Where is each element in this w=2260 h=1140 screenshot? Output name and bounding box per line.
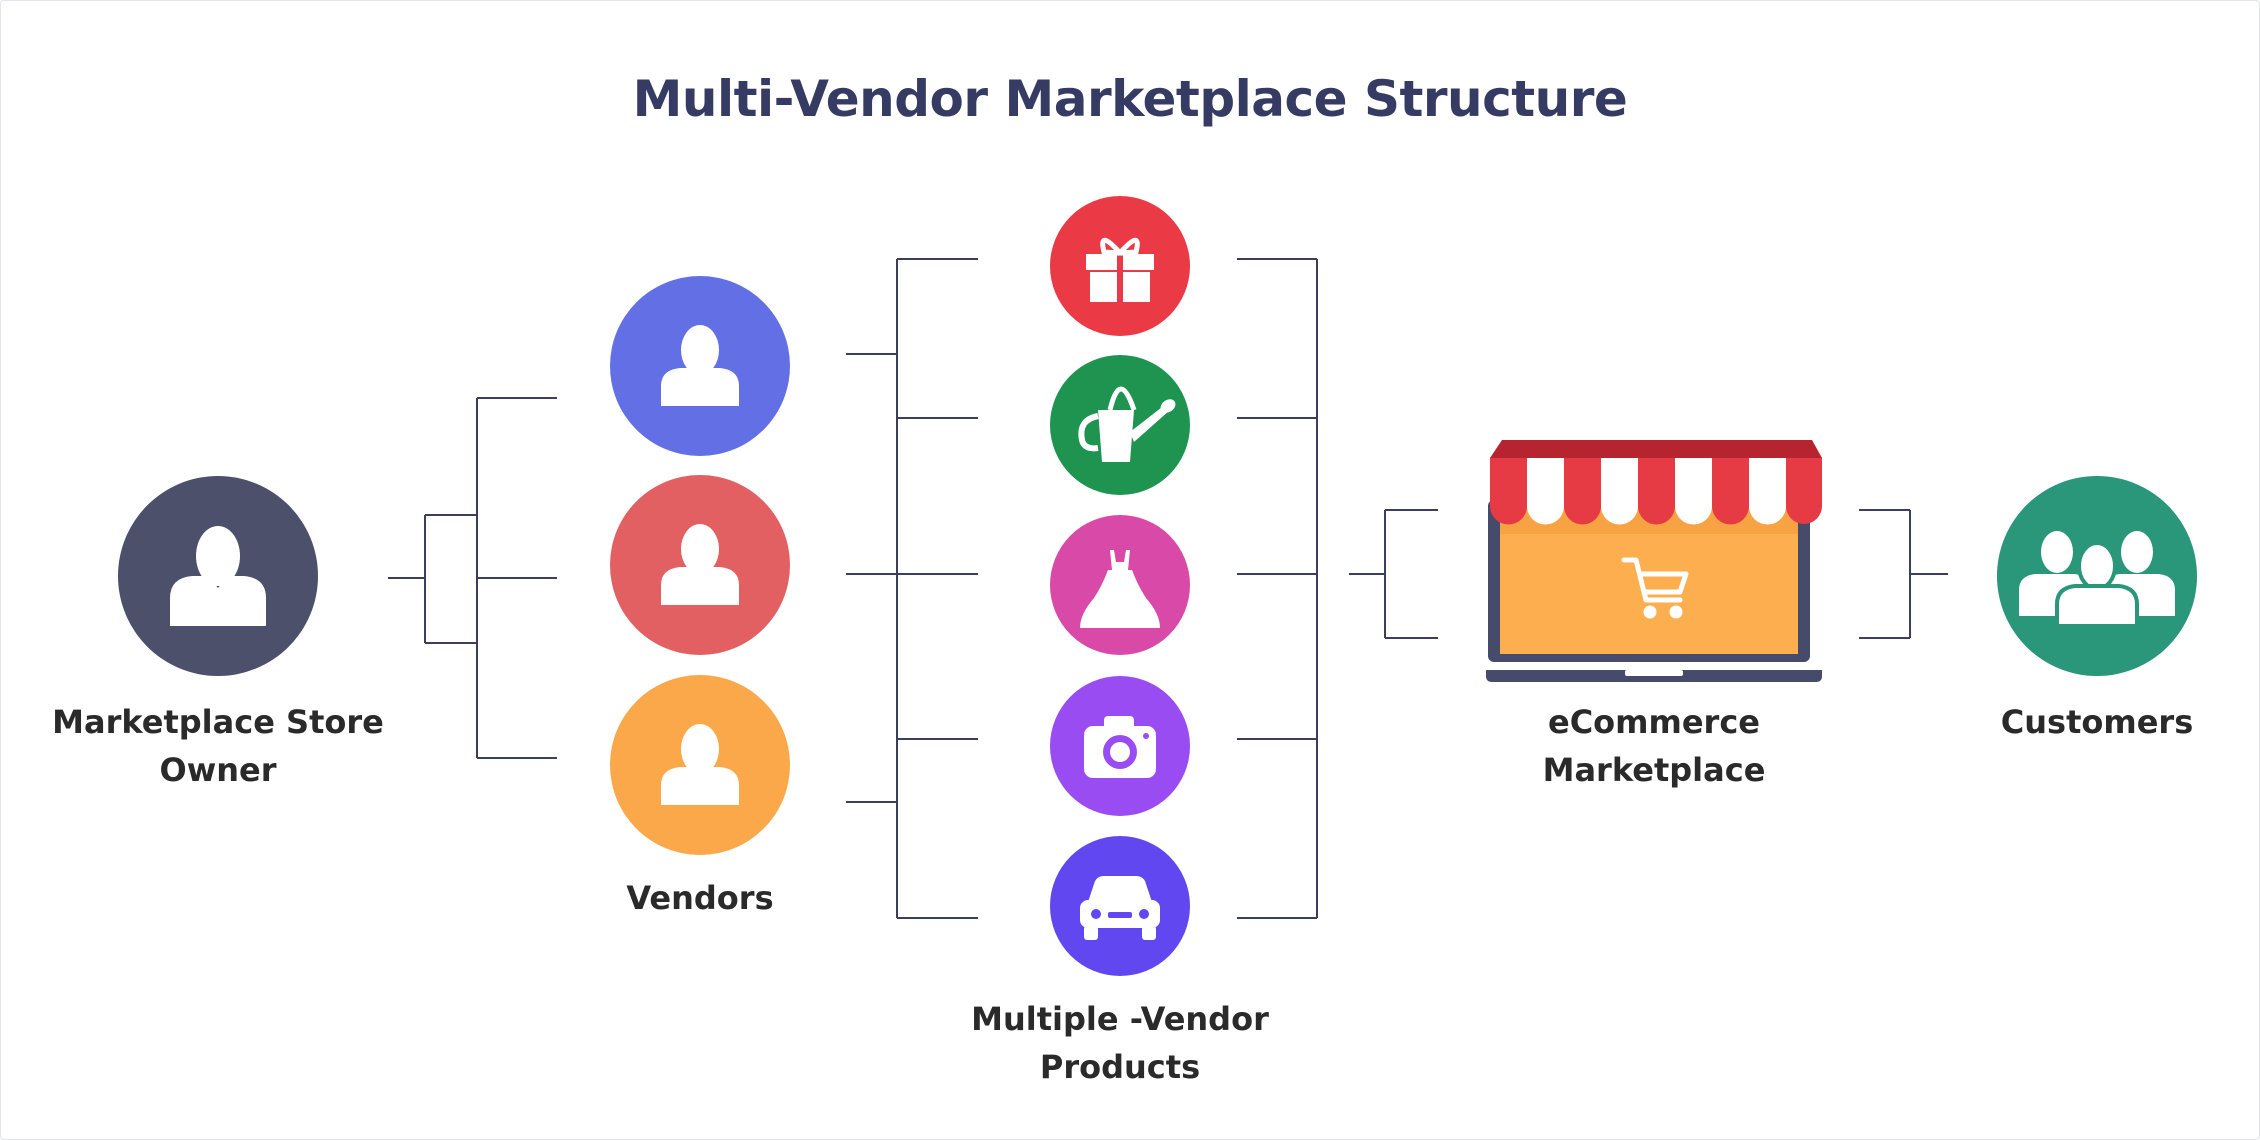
owner-label-line2: Owner bbox=[159, 751, 277, 789]
owner-label: Marketplace Store Owner bbox=[48, 698, 388, 794]
person-icon bbox=[661, 724, 739, 805]
owner-label-line1: Marketplace Store bbox=[52, 703, 384, 741]
camera-icon bbox=[1084, 716, 1156, 778]
owner-node bbox=[118, 476, 318, 676]
product-node-5 bbox=[1050, 836, 1190, 976]
vendors-label: Vendors bbox=[626, 879, 774, 917]
storefront-laptop-icon bbox=[1486, 440, 1822, 682]
products-label: Multiple -Vendor Products bbox=[940, 995, 1300, 1091]
vendor-node-3 bbox=[610, 675, 790, 855]
vendor-node-1 bbox=[610, 276, 790, 456]
product-node-1 bbox=[1050, 196, 1190, 336]
products-label-line1: Multiple -Vendor bbox=[971, 1000, 1269, 1038]
cart-icon bbox=[1621, 557, 1689, 619]
person-icon bbox=[661, 325, 739, 406]
products-label-line2: Products bbox=[1039, 1048, 1201, 1086]
product-node-3 bbox=[1050, 515, 1190, 655]
gift-icon bbox=[1086, 237, 1154, 302]
diagram-title: Multi-Vendor Marketplace Structure bbox=[632, 70, 1628, 128]
person-icon bbox=[170, 526, 266, 626]
dress-icon bbox=[1080, 550, 1160, 628]
product-node-4 bbox=[1050, 676, 1190, 816]
connector-lines bbox=[388, 258, 1948, 919]
customers-node bbox=[1997, 476, 2197, 676]
awning-stripes bbox=[1490, 458, 1822, 525]
marketplace-label-line1: eCommerce bbox=[1547, 703, 1760, 741]
customers-label: Customers bbox=[2000, 703, 2194, 741]
vendor-node-2 bbox=[610, 475, 790, 655]
car-icon bbox=[1080, 876, 1160, 940]
product-node-2 bbox=[1050, 355, 1190, 495]
marketplace-label: eCommerce Marketplace bbox=[1494, 698, 1814, 794]
watering-can-icon bbox=[1078, 386, 1176, 462]
marketplace-label-line2: Marketplace bbox=[1542, 751, 1766, 789]
group-icon bbox=[2019, 531, 2175, 628]
person-icon bbox=[661, 524, 739, 605]
